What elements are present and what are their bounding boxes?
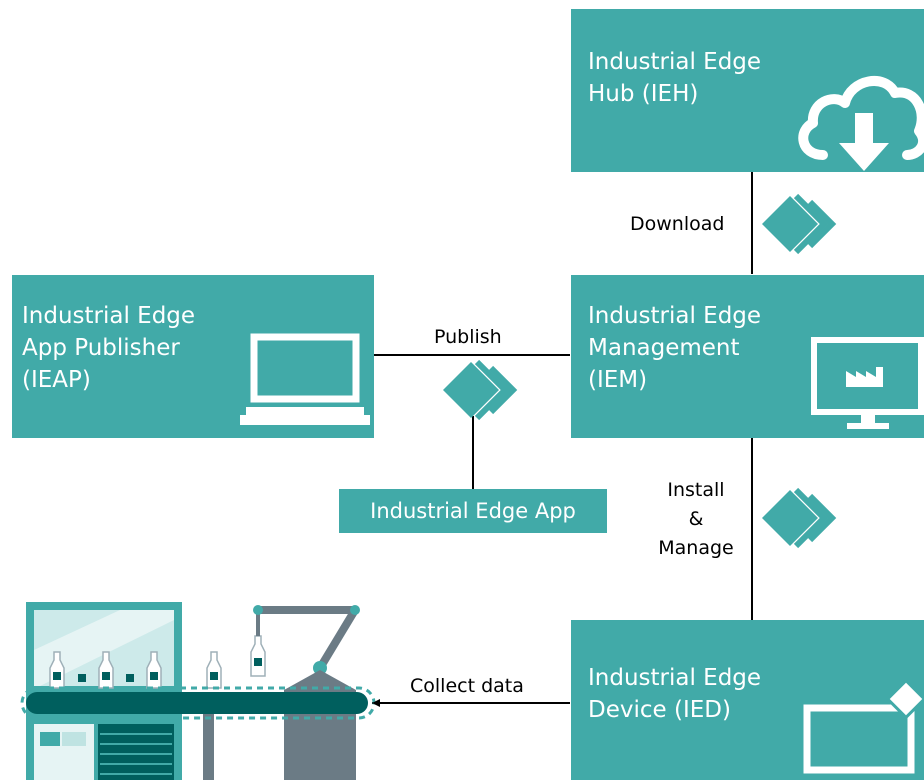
ieh-box[interactable]: Industrial Edge Hub (IEH) xyxy=(571,9,924,172)
laptop-icon xyxy=(240,333,370,425)
download-arrow-icon xyxy=(762,193,837,255)
publish-label: Publish xyxy=(434,326,502,348)
ieap-box[interactable]: Industrial Edge App Publisher (IEAP) xyxy=(12,275,374,438)
collect-data-label: Collect data xyxy=(410,675,524,697)
monitor-factory-icon xyxy=(811,337,924,429)
device-icon xyxy=(803,682,924,774)
cloud-download-icon xyxy=(798,75,924,171)
ieap-title: Industrial Edge App Publisher (IEAP) xyxy=(22,303,196,393)
ied-title: Industrial Edge Device (IED) xyxy=(588,665,762,723)
conveyor-belt xyxy=(26,692,368,714)
iem-box[interactable]: Industrial Edge Management (IEM) xyxy=(571,275,924,438)
publish-arrow-icon xyxy=(443,359,518,421)
ieh-title: Industrial Edge Hub (IEH) xyxy=(588,49,762,107)
ied-box[interactable]: Industrial Edge Device (IED) xyxy=(571,620,924,780)
download-label: Download xyxy=(630,213,725,235)
iem-title: Industrial Edge Management (IEM) xyxy=(588,303,762,393)
install-arrow-icon xyxy=(762,487,837,549)
install-manage-label: Install & Manage xyxy=(658,479,734,559)
industrial-edge-app-label[interactable]: Industrial Edge App xyxy=(339,489,607,533)
